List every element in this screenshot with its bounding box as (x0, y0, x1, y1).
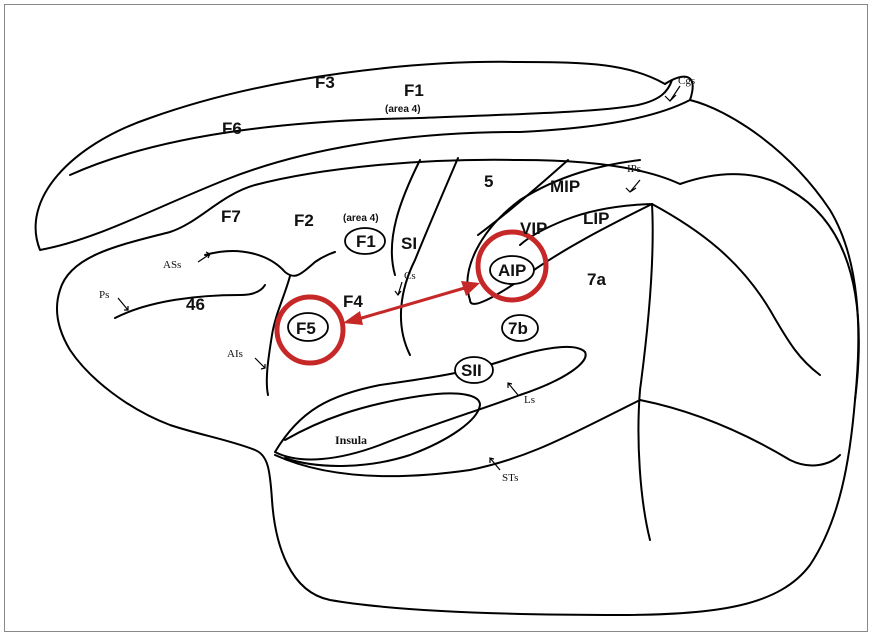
insula-outline (284, 392, 481, 467)
principal-sulcus (114, 284, 266, 319)
parietal-line-4 (639, 399, 841, 467)
central-sulcus (400, 157, 459, 356)
sulcus-label-cgs: Cgs (678, 75, 695, 87)
aip-highlight-circle (475, 229, 549, 303)
label-mip: MIP (550, 177, 580, 196)
label-f2: F2 (294, 211, 314, 230)
sulcus-tick-sts (489, 457, 501, 471)
label-7b: 7b (508, 319, 528, 338)
area-sii-oval (454, 356, 494, 384)
label-f7: F7 (221, 207, 241, 226)
arrowhead-aip (461, 281, 480, 296)
arcuate-inferior-limb (265, 275, 291, 396)
sulcus-tick-ais (254, 357, 266, 370)
intraparietal-sulcus (466, 159, 653, 305)
cingulate-sulcus-line (69, 79, 673, 176)
sulcus-label-ps: Ps (99, 289, 109, 301)
label-f4: F4 (343, 292, 363, 311)
arcuate-sulcus (204, 250, 336, 277)
lateral-fissure-upper (274, 346, 587, 461)
label-lip: LIP (583, 209, 609, 228)
label-f1-mid: F1 (356, 232, 376, 251)
sulcus-tick-cgs (664, 85, 681, 102)
area-f5-oval (287, 312, 329, 342)
label-f6: F6 (222, 119, 242, 138)
label-vip: VIP (520, 219, 547, 238)
figure-frame (4, 4, 868, 632)
sulcus-label-ls: Ls (524, 394, 535, 406)
sulcus-label-cs: Cs (404, 270, 416, 282)
sulcus-tick-ass (197, 251, 211, 263)
f5-highlight-circle (274, 294, 346, 366)
sulcus-tick-cs (394, 281, 403, 296)
area-7b-oval (501, 314, 539, 342)
parietal-line-3 (651, 203, 821, 376)
label-area4-top: (area 4) (385, 104, 421, 115)
lateral-hemisphere-outline (56, 158, 860, 616)
connection-arrow (354, 285, 469, 322)
label-f3: F3 (315, 73, 335, 92)
label-f1-top: F1 (404, 81, 424, 100)
label-insula: Insula (335, 433, 367, 447)
parietal-line-2 (637, 203, 654, 541)
label-7a: 7a (587, 270, 606, 289)
arrowhead-f5 (343, 311, 363, 325)
sulcus-label-ips: IPs (627, 163, 641, 175)
area-aip-oval (489, 255, 535, 285)
sulcus-label-ais: AIs (227, 348, 243, 360)
sulcus-tick-ps (117, 297, 129, 311)
label-sii: SII (461, 361, 482, 380)
label-46: 46 (186, 295, 205, 314)
occipital-boundary (689, 99, 860, 401)
sulcus-label-sts: STs (502, 472, 518, 484)
area-f1-oval (344, 227, 386, 255)
postcentral-line (390, 159, 421, 276)
label-aip: AIP (498, 261, 526, 280)
label-five: 5 (484, 172, 493, 191)
superior-temporal-sulcus (274, 399, 641, 478)
sulcus-label-ass: ASs (163, 259, 181, 271)
medial-hemisphere-outline (34, 60, 694, 251)
sulcus-tick-ls (507, 382, 519, 396)
label-area4-mid: (area 4) (343, 213, 379, 224)
sulcus-tick-ips (625, 179, 641, 193)
label-si: SI (401, 234, 417, 253)
parietal-line-1 (477, 159, 569, 236)
label-f5: F5 (296, 319, 316, 338)
